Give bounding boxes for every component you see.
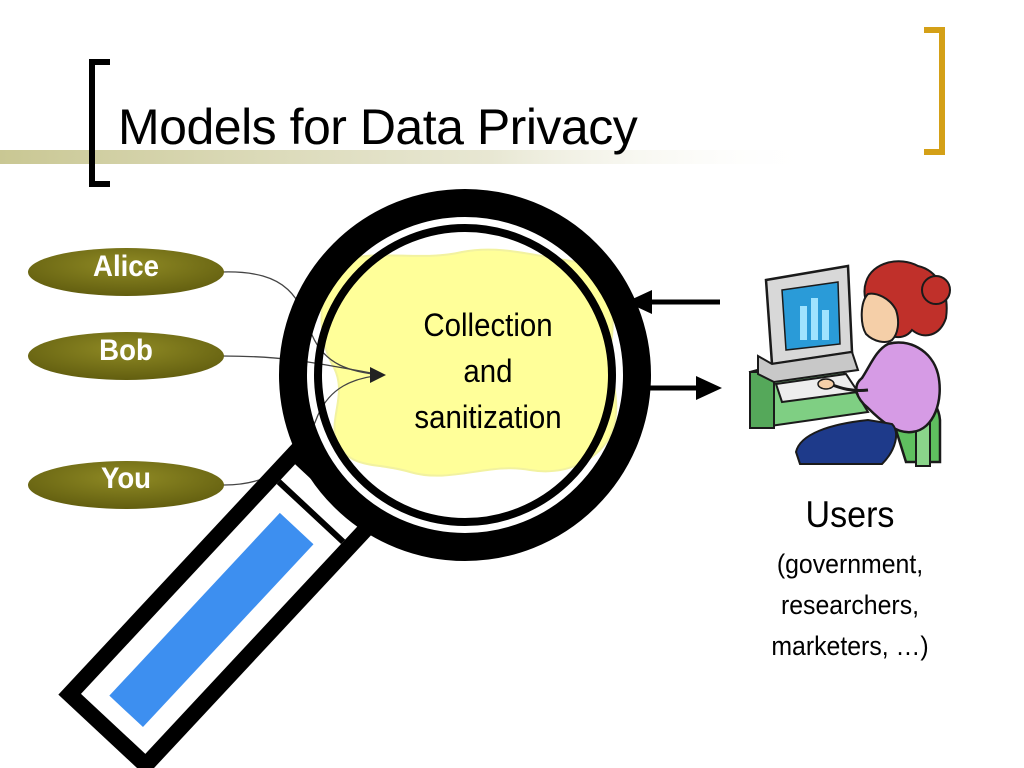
person-oval-alice: [28, 248, 224, 296]
title-accent-bar: [0, 150, 820, 164]
arrow-response: [636, 376, 722, 400]
users-description-line: (government,: [776, 549, 924, 579]
arrow-request: [626, 290, 720, 314]
user-at-computer-icon: [748, 260, 951, 467]
person-label-alice: Alice: [93, 250, 159, 283]
users-description-line: researchers,: [780, 590, 920, 620]
person-oval-bob: [28, 332, 224, 380]
users-description: (government, researchers, marketers, …): [744, 544, 956, 667]
title-right-bracket: [924, 27, 945, 155]
users-description-line: marketers, …): [771, 631, 929, 661]
collection-label-line: and: [463, 353, 513, 389]
collection-label-line: Collection: [423, 307, 553, 343]
person-label-you: You: [100, 462, 152, 495]
collection-label: Collection and sanitization: [396, 302, 580, 440]
magnifier-icon: [58, 189, 651, 768]
title-left-bracket: [89, 59, 110, 187]
users-title: Users: [805, 494, 895, 535]
person-oval-you: [28, 461, 224, 509]
connector-arrowhead: [370, 367, 386, 383]
collection-label-line: sanitization: [414, 399, 562, 435]
slide-title: Models for Data Privacy: [118, 99, 638, 155]
person-label-bob: Bob: [99, 334, 153, 367]
